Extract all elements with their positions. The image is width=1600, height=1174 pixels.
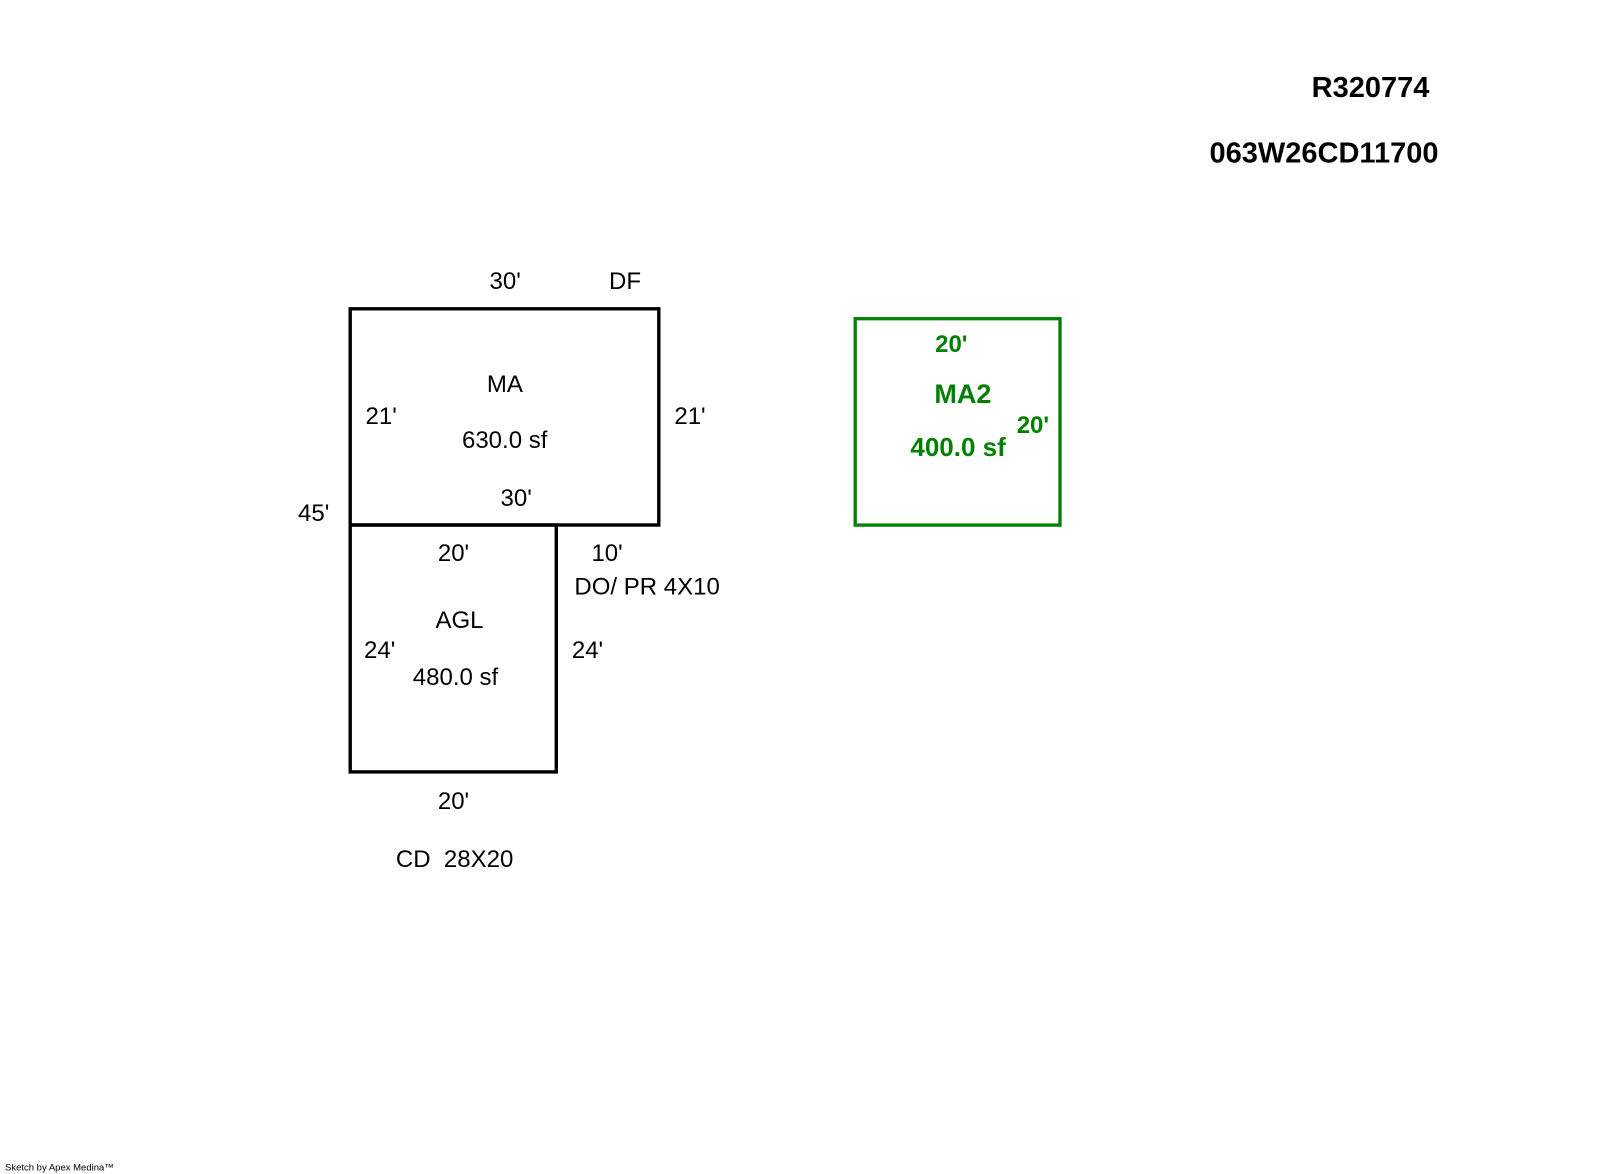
svg-text:21': 21' (366, 403, 397, 430)
svg-text:10': 10' (591, 540, 622, 567)
svg-text:DO/ PR 4X10: DO/ PR 4X10 (574, 574, 719, 601)
svg-text:CD 28X20: CD 28X20 (396, 846, 513, 873)
svg-text:MA2: MA2 (934, 379, 991, 409)
svg-text:AGL: AGL (435, 607, 483, 634)
svg-text:24': 24' (572, 637, 603, 664)
svg-text:480.0 sf: 480.0 sf (413, 664, 499, 691)
svg-text:20': 20' (438, 540, 469, 567)
svg-text:MA: MA (487, 371, 523, 398)
svg-text:R320774: R320774 (1312, 72, 1430, 104)
svg-text:Sketch by Apex Medina™: Sketch by Apex Medina™ (5, 1163, 114, 1174)
svg-text:30': 30' (501, 485, 532, 512)
svg-text:20': 20' (1017, 412, 1049, 439)
svg-text:063W26CD11700: 063W26CD11700 (1210, 138, 1439, 170)
svg-text:30': 30' (490, 268, 521, 295)
svg-text:20': 20' (935, 331, 967, 358)
svg-text:630.0 sf: 630.0 sf (462, 427, 548, 454)
svg-text:400.0 sf: 400.0 sf (910, 432, 1006, 462)
svg-text:45': 45' (298, 500, 329, 527)
svg-text:20': 20' (438, 788, 469, 815)
svg-text:24': 24' (364, 637, 395, 664)
svg-text:DF: DF (609, 268, 641, 295)
svg-text:21': 21' (674, 403, 705, 430)
